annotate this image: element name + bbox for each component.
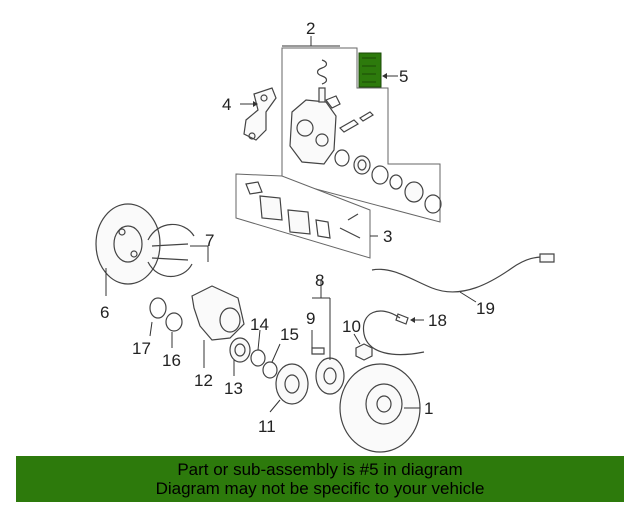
callout-19: 19 (476, 299, 495, 318)
part-14-snap-ring (250, 349, 266, 367)
callout-14: 14 (250, 315, 269, 334)
callout-13: 13 (224, 379, 243, 398)
banner-line-2: Diagram may not be specific to your vehi… (155, 479, 485, 498)
bleeder-screw (318, 87, 326, 103)
callout-15: 15 (280, 325, 299, 344)
callout-5: 5 (399, 67, 408, 86)
part-12-knuckle (191, 285, 245, 341)
slide-pin-bolt (359, 111, 374, 122)
part-19-connector (539, 253, 555, 263)
callout-18: 18 (428, 311, 447, 330)
callout-2: 2 (306, 19, 315, 38)
seal-set (334, 149, 442, 214)
part-9-bolt (311, 347, 325, 355)
part-16-seal (165, 312, 183, 332)
callout-16: 16 (162, 351, 181, 370)
callout-11: 11 (258, 417, 276, 436)
part-10-nut (355, 343, 373, 361)
part-15-ring (262, 361, 278, 379)
caliper-body (289, 95, 341, 165)
callout-8: 8 (315, 271, 324, 290)
callout-9: 9 (306, 309, 315, 328)
part-19-abs-wire (371, 255, 555, 293)
callout-6: 6 (100, 303, 109, 322)
banner-line-1: Part or sub-assembly is #5 in diagram (177, 460, 463, 479)
parts-diagram: 2 5 4 3 7 6 8 9 10 18 19 1 17 16 12 13 1… (95, 19, 555, 453)
callout-3: 3 (383, 227, 392, 246)
bleeder-spring (316, 59, 328, 85)
slide-pin (339, 119, 359, 133)
part-17-seal (149, 297, 167, 319)
callout-10: 10 (342, 317, 361, 336)
part-5-highlighted (358, 52, 382, 88)
callout-7: 7 (205, 231, 214, 250)
part-18-hose (362, 310, 425, 356)
part-11-shield (275, 363, 309, 405)
callout-17: 17 (132, 339, 151, 358)
part-8-hub (315, 357, 345, 395)
callout-12: 12 (194, 371, 213, 390)
info-banner: Part or sub-assembly is #5 in diagram Di… (16, 456, 624, 502)
part-4-bracket (243, 87, 277, 141)
part-6-backing-plate (95, 203, 161, 285)
callout-1: 1 (424, 399, 433, 418)
part-7-brake-shoes (147, 223, 195, 277)
part-13-bearing (229, 337, 251, 363)
callout-4: 4 (222, 95, 231, 114)
part-18-hose-fitting (395, 313, 409, 325)
brake-pads (245, 181, 361, 239)
